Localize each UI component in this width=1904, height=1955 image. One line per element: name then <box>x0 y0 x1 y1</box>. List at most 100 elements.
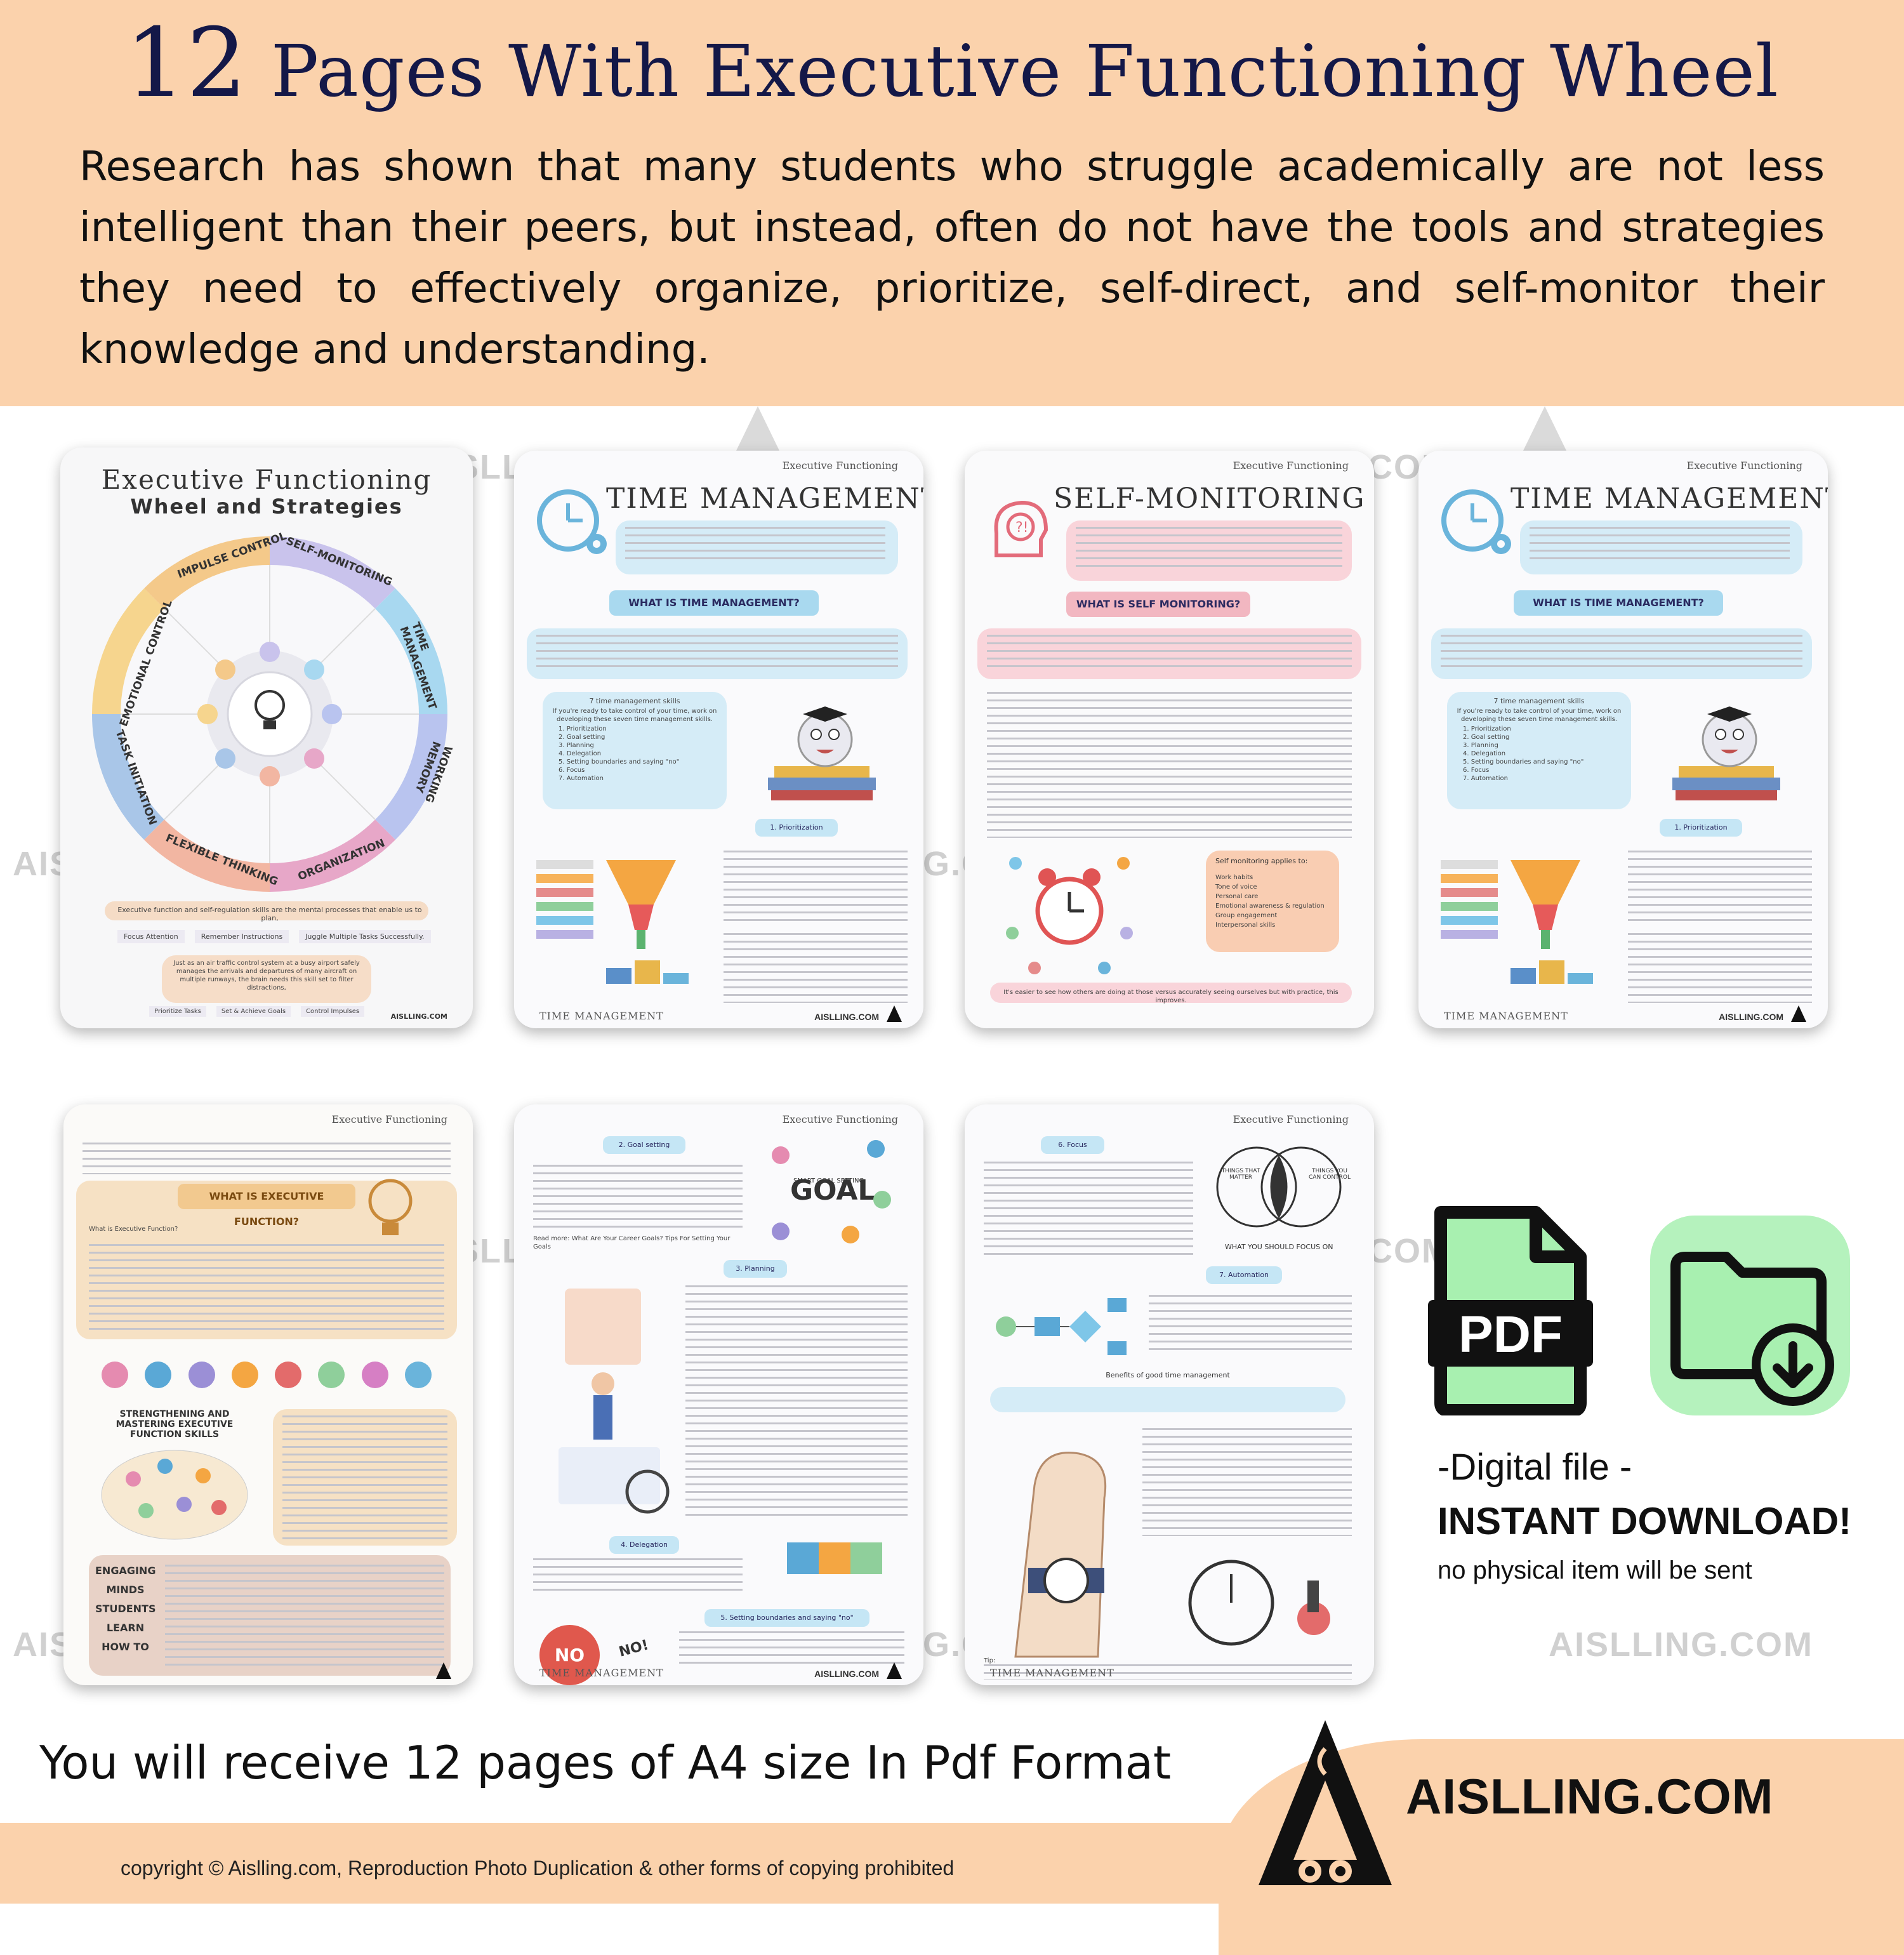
circle-icon <box>102 1362 128 1388</box>
instant-download-text: INSTANT DOWNLOAD! <box>1438 1500 1852 1542</box>
skill-item: 5. Setting boundaries and saying "no" <box>1463 759 1584 765</box>
applies-item: Emotional awareness & regulation <box>1215 903 1325 910</box>
circle-icon <box>145 1362 172 1388</box>
time-title: TIME MANAGEMENT <box>606 482 923 515</box>
page-footer-brand: AISLLING.COM <box>1719 1012 1783 1022</box>
applies-title: Self monitoring applies to: <box>1215 857 1308 865</box>
copyright-text: copyright © Aislling.com, Reproduction P… <box>121 1857 955 1879</box>
skills-title: 7 time management skills <box>1493 697 1585 705</box>
skill-item: 1. Prioritization <box>1463 726 1511 732</box>
page-thumbnail-goal-setting: Executive Functioning 2. Goal setting Re… <box>514 1104 923 1685</box>
wheel-caption: Executive function and self-regulation s… <box>117 906 422 922</box>
planning-people-illustration <box>559 1289 670 1514</box>
skill-item: 6. Focus <box>1463 767 1490 774</box>
circle-icon <box>231 1362 258 1388</box>
folder-download-icon <box>1650 1216 1850 1415</box>
svg-text:?!: ?! <box>1015 520 1029 536</box>
skill-chips-row-1: Focus Attention Remember Instructions Ju… <box>117 930 431 943</box>
clock-gear-icon <box>537 489 607 554</box>
read-more: Read more: What Are Your Career Goals? T… <box>533 1235 731 1250</box>
section-delegation: 4. Delegation <box>609 1536 679 1554</box>
chip: Control Impulses <box>301 1006 365 1017</box>
clock-gear-icon <box>1441 489 1511 554</box>
intro-paragraph: Research has shown that many students wh… <box>79 143 1825 373</box>
benefits-title: Benefits of good time management <box>1106 1371 1230 1379</box>
aislling-logo-icon <box>436 1662 451 1679</box>
skill-item: 4. Delegation <box>559 750 602 757</box>
brand-name: AISLLING.COM <box>1406 1768 1774 1824</box>
alarm-clock-icons-illustration <box>1006 857 1133 974</box>
skill-chips-row-2: Prioritize Tasks Set & Achieve Goals Con… <box>149 1006 365 1017</box>
skill-item: 2. Goal setting <box>1463 734 1510 741</box>
smart-label: SMART GOAL SETTING <box>793 1177 864 1184</box>
page-footer-label: TIME MANAGEMENT <box>1444 1010 1568 1022</box>
aislling-logo-icon <box>1259 1720 1392 1885</box>
wheel-title: Executive Functioning <box>101 464 432 495</box>
circle-icon <box>275 1362 302 1388</box>
focus-on-caption: WHAT YOU SHOULD FOCUS ON <box>1225 1243 1333 1251</box>
svg-text:GOAL: GOAL <box>790 1174 875 1207</box>
time-question: WHAT IS TIME MANAGEMENT? <box>609 590 819 616</box>
wheel-page-logo: AISLLING.COM <box>390 1012 447 1021</box>
title-number: 12 <box>125 8 248 119</box>
aislling-logo-icon <box>1791 1005 1806 1022</box>
section-boundaries: 5. Setting boundaries and saying "no" <box>704 1609 869 1627</box>
section-prioritization: 1. Prioritization <box>1660 819 1742 837</box>
applies-item: Personal care <box>1215 893 1259 900</box>
pdf-file-icon <box>1428 1206 1593 1415</box>
applies-item: Group engagement <box>1215 912 1278 919</box>
self-closing: It's easier to see how others are doing … <box>1003 989 1339 1004</box>
no-sign: NO! <box>617 1637 651 1660</box>
skills-intro: If you're ready to take control of your … <box>552 708 717 723</box>
puzzle-team-illustration <box>787 1542 882 1574</box>
hand-watch-illustration <box>1014 1452 1107 1658</box>
things-control: THINGS YOU CAN CONTROL <box>1309 1168 1351 1181</box>
watermark-text: AISLLING.COM <box>1549 1626 1813 1664</box>
page-footer-label: TIME MANAGEMENT <box>539 1667 664 1679</box>
executive-functioning-wheel <box>92 536 447 892</box>
page-header-label: Executive Functioning <box>1233 460 1349 472</box>
ef-question: WHAT IS EXECUTIVE FUNCTION? <box>178 1184 355 1228</box>
page-header-label: Executive Functioning <box>782 460 898 472</box>
page-header-label: Executive Functioning <box>1233 1113 1349 1125</box>
chip: Remember Instructions <box>194 930 289 943</box>
time-question: WHAT IS TIME MANAGEMENT? <box>1514 590 1723 616</box>
no-badge: NO <box>539 1625 600 1685</box>
skill-item: 7. Automation <box>559 775 604 782</box>
no-physical-text: no physical item will be sent <box>1438 1556 1752 1584</box>
digital-file-text: -Digital file - <box>1438 1447 1632 1488</box>
lightbulb-icon <box>368 1179 413 1235</box>
chip: Juggle Multiple Tasks Successfully. <box>299 930 431 943</box>
aislling-logo-icon <box>887 1662 902 1679</box>
section-planning: 3. Planning <box>724 1260 787 1278</box>
ef-strengthen: STRENGTHENING AND MASTERING EXECUTIVE FU… <box>116 1409 234 1440</box>
brain-network-illustration <box>101 1450 248 1540</box>
circle-icon <box>361 1362 388 1388</box>
chip: Focus Attention <box>117 930 185 943</box>
self-question: WHAT IS SELF MONITORING? <box>1066 592 1250 617</box>
page-header-label: Executive Functioning <box>782 1113 898 1125</box>
prioritization-funnel-diagram <box>536 860 689 984</box>
circle-icon <box>404 1362 432 1388</box>
page-thumbnail-time-management: Executive Functioning TIME MANAGEMENT WH… <box>514 451 923 1028</box>
page-footer-label: TIME MANAGEMENT <box>990 1667 1114 1679</box>
skill-item: 5. Setting boundaries and saying "no" <box>559 759 680 765</box>
tip-label: Tip: <box>984 1657 996 1664</box>
self-title: SELF-MONITORING <box>1054 482 1366 515</box>
header-banner: 12 Pages With Executive Functioning Whee… <box>0 0 1904 406</box>
engaging-label: ENGAGING MINDS STUDENTS LEARN HOW TO <box>95 1565 156 1653</box>
chip: Prioritize Tasks <box>149 1006 206 1017</box>
skill-item: 1. Prioritization <box>559 726 607 732</box>
receive-pages-text: You will receive 12 pages of A4 size In … <box>39 1736 1172 1789</box>
page-thumbnail-focus: Executive Functioning 6. Focus THINGS TH… <box>965 1104 1374 1685</box>
title-text: Pages With Executive Functioning Wheel <box>270 30 1779 113</box>
page-thumbnail-executive-function: Executive Functioning WHAT IS EXECUTIVE … <box>63 1104 473 1685</box>
applies-item: Tone of voice <box>1215 884 1257 891</box>
ef-icon-row <box>102 1362 432 1388</box>
skills-intro: If you're ready to take control of your … <box>1457 708 1622 723</box>
page-footer-brand: AISLLING.COM <box>814 1012 879 1022</box>
page-thumbnail-self-monitoring: Executive Functioning ?! SELF-MONITORING… <box>965 451 1374 1028</box>
page-thumbnail-time-management-2: Executive Functioning TIME MANAGEMENT WH… <box>1418 451 1828 1028</box>
applies-list: Work habits Tone of voice Personal care … <box>1215 873 1325 930</box>
time-title: TIME MANAGEMENT <box>1511 482 1828 515</box>
